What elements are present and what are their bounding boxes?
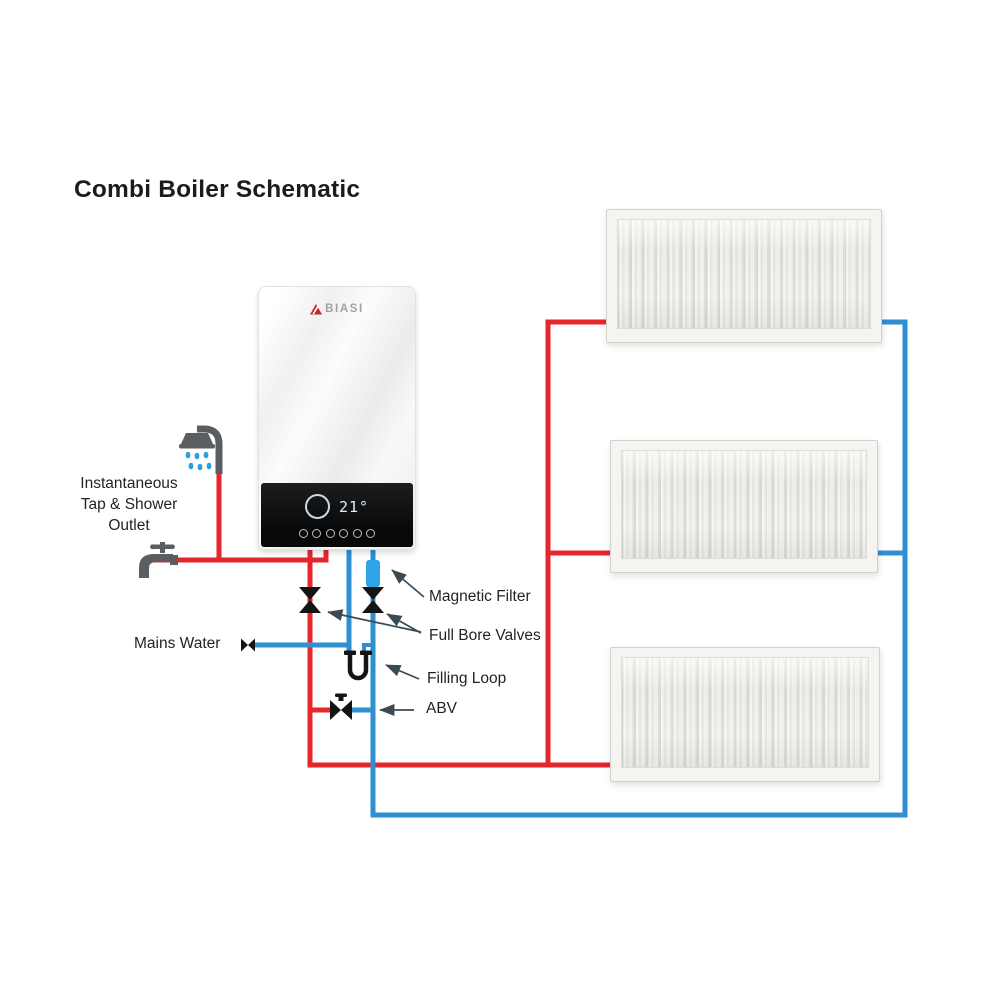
radiator-bottom [610,647,880,782]
label-outlet-line2: Tap & Shower [80,496,178,513]
label-full-bore-valves: Full Bore Valves [429,627,541,644]
arrow-magnetic-filter [391,569,425,598]
radiator-fins [621,450,867,559]
shower-pipe [197,425,223,474]
label-filling-loop: Filling Loop [427,670,507,687]
label-outlet-line3: Outlet [108,517,150,534]
label-magnetic-filter: Magnetic Filter [429,588,531,605]
shower-head [181,433,213,444]
filling-loop [344,650,372,681]
tap-handle-knob-right [170,544,175,550]
tap-spout [139,554,173,578]
boiler-buttons [261,529,413,538]
radiator-top [606,209,882,343]
radiator-fins [617,219,871,329]
boiler-logo: BIASI [259,303,415,315]
boiler-button [366,529,376,538]
tap-icon [139,542,178,578]
boiler-display: 21° [261,494,413,519]
tap-handle-bar [152,544,173,549]
ch-flow-pipe [307,540,613,768]
mains-stop-valve [241,638,255,652]
annotation-arrows [327,569,425,716]
water-drops [185,451,212,471]
abv-valve [330,700,352,720]
shower-head-plate [179,444,215,449]
label-abv: ABV [426,700,458,717]
filling-loop-cap-right [360,650,372,655]
full-bore-valve-right [362,587,384,613]
magnetic-filter [366,560,380,587]
full-bore-valve-left [299,587,321,613]
arrow-filling-loop [385,664,420,680]
label-mains-water: Mains Water [134,635,221,652]
boiler-button [339,529,349,538]
page-title: Combi Boiler Schematic [74,176,361,203]
radiator-middle [610,440,878,573]
boiler-button [325,529,335,538]
arrow-full-bore-valve-left [327,609,422,633]
tap-connector [170,555,178,565]
boiler-dial-icon [304,494,330,519]
radiator-fins [621,657,869,768]
shower-icon [179,425,223,474]
ch-flow-riser [545,319,608,765]
boiler-brand: BIASI [325,303,364,315]
boiler-unit: BIASI 21° [258,286,416,550]
label-tap-shower-outlet: Instantaneous Tap & Shower Outlet [62,473,196,536]
boiler-control-panel: 21° [261,483,413,547]
abv-valve-stem [338,695,344,701]
cold-return-pipes [255,319,908,818]
boiler-button [312,529,322,538]
boiler-button [298,529,308,538]
abv-valve-handle [335,693,347,697]
filling-loop-cap-left [344,650,356,655]
hot-flow-pipes [150,319,613,768]
boiler-button [352,529,362,538]
biasi-triangle-icon [310,303,323,314]
boiler-display-reading: 21° [338,497,370,516]
filling-loop-hose [347,655,369,681]
tap-handle-knob-left [150,544,155,550]
valves [241,587,384,720]
arrow-full-bore-valve-right [386,613,422,634]
ch-return-pipe [370,319,908,818]
label-outlet-line1: Instantaneous [80,475,178,492]
